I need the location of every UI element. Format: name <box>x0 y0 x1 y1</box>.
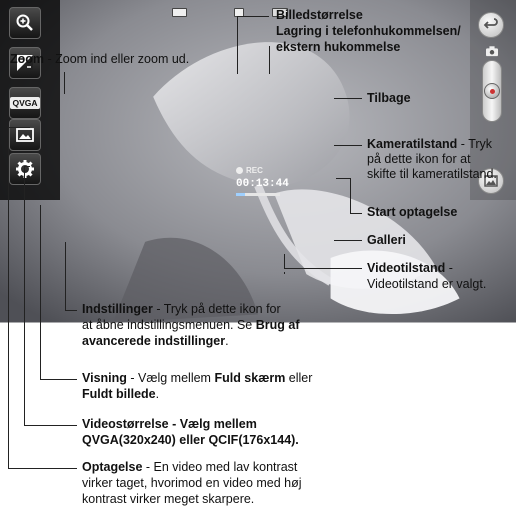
gallery-label: Galleri <box>367 233 406 248</box>
callout-line-storage <box>269 46 270 74</box>
callout-line-record-h <box>336 178 350 179</box>
callout-line-settings-h <box>65 310 77 311</box>
recording-label-2: virker taget, hvorimod en video med høj <box>82 476 302 491</box>
callout-line-videosize-h <box>24 425 77 426</box>
callout-line-recording-h <box>8 468 77 469</box>
callout-line-record-h2 <box>350 213 362 214</box>
storage-label: Lagring i telefonhukommelsen/ <box>276 24 461 39</box>
storage-label-2: ekstern hukommelse <box>276 40 400 55</box>
camera-mode-label: Kameratilstand - Tryk <box>367 137 492 152</box>
settings-button[interactable] <box>9 153 41 185</box>
callout-line-back <box>334 98 362 99</box>
callout-line-gallery <box>334 240 362 241</box>
start-recording-label: Start optagelse <box>367 205 457 220</box>
callout-line-view-v <box>40 205 41 379</box>
zoom-button[interactable] <box>9 7 41 39</box>
callout-line-video-h <box>284 268 362 269</box>
view-mode-icon <box>15 125 35 145</box>
recording-progress-bar <box>236 193 280 196</box>
callout-line-recording-t <box>8 127 30 128</box>
callout-line-image-size-h <box>237 16 269 17</box>
view-mode-button[interactable] <box>9 119 41 151</box>
image-size-label: Billedstørrelse <box>276 8 363 23</box>
video-size-button[interactable]: QVGA <box>9 87 41 119</box>
view-label-2: Fuldt billede. <box>82 387 159 402</box>
recording-progress-fill <box>236 193 245 196</box>
zoom-label: Zoom - Zoom ind eller zoom ud. <box>10 52 189 67</box>
view-label: Visning - Vælg mellem Fuld skærm eller <box>82 371 312 386</box>
recording-timer: 00:13:44 <box>236 178 289 190</box>
callout-line-image-size <box>237 16 238 74</box>
settings-label-3: avancerede indstillinger. <box>82 334 229 349</box>
video-size-label: Videostørrelse - Vælg mellem <box>82 417 257 432</box>
video-mode-label-2: Videotilstand er valgt. <box>367 277 486 292</box>
video-mode-label: Videotilstand - <box>367 261 453 276</box>
callout-line-videosize-v <box>24 166 25 425</box>
gear-icon <box>15 159 35 179</box>
callout-line-video <box>284 254 285 268</box>
rec-indicator-icon <box>236 167 243 174</box>
recording-label: Optagelse - En video med lav kontrast <box>82 460 297 475</box>
back-label: Tilbage <box>367 91 411 106</box>
camera-preview-screen: QVGA <box>0 0 320 200</box>
callout-line-zoom <box>64 72 65 94</box>
video-size-label-2: QVGA(320x240) eller QCIF(176x144). <box>82 433 299 448</box>
callout-line-recording-v <box>8 127 9 468</box>
callout-line-record-v <box>350 178 351 213</box>
left-control-bar: QVGA <box>0 0 60 200</box>
camera-mode-label-2: på dette ikon for at <box>367 152 471 167</box>
callout-line-camera <box>334 145 362 146</box>
callout-line-view-h <box>40 379 77 380</box>
qvga-label: QVGA <box>10 97 39 109</box>
settings-label: Indstillinger - Tryk på dette ikon for <box>82 302 281 317</box>
zoom-in-icon <box>15 13 35 33</box>
recording-label-3: kontrast virker meget skarpere. <box>82 492 254 507</box>
settings-label-2: at åbne indstillingsmenuen. Se Brug af <box>82 318 299 333</box>
callout-line-settings-v <box>65 242 66 310</box>
rec-label: REC <box>246 166 263 175</box>
callout-line-video-top <box>284 272 285 274</box>
image-size-indicator <box>172 8 187 17</box>
camera-mode-label-3: skifte til kameratilstand. <box>367 167 497 182</box>
